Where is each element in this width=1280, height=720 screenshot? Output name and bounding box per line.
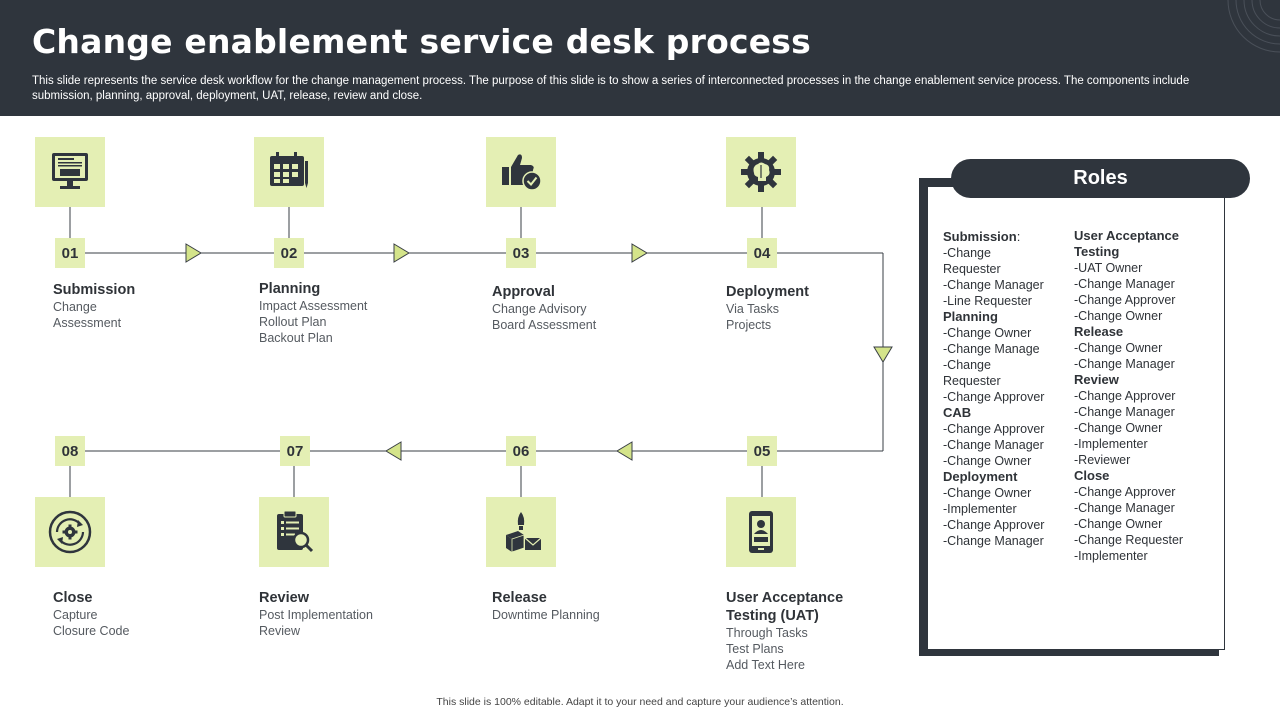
step-number-04: 04 bbox=[747, 238, 777, 268]
role-heading: Close bbox=[1074, 468, 1110, 483]
step-number-05: 05 bbox=[747, 436, 777, 466]
step-line: Projects bbox=[726, 318, 772, 332]
step-line: Backout Plan bbox=[259, 331, 333, 345]
step-title: Approval bbox=[492, 284, 555, 300]
decorative-arcs bbox=[1227, 0, 1280, 53]
step-number-02: 02 bbox=[274, 238, 304, 268]
step-number-01: 01 bbox=[55, 238, 85, 268]
clipboard-search-icon bbox=[259, 497, 329, 567]
step-uat: User Acceptance Testing (UAT) Through Ta… bbox=[726, 589, 876, 673]
step-line: Impact Assessment bbox=[259, 299, 368, 313]
step-line: Post Implementation bbox=[259, 608, 373, 622]
role-items: -Change Owner -Change Manager bbox=[1074, 341, 1175, 371]
step-planning: Planning Impact Assessment Rollout Plan … bbox=[259, 280, 429, 346]
role-items: -UAT Owner -Change Manager -Change Appro… bbox=[1074, 261, 1176, 323]
role-heading: Deployment bbox=[943, 469, 1018, 484]
step-title: Release bbox=[492, 590, 547, 606]
role-heading: Submission: bbox=[943, 229, 1021, 244]
step-line: Change bbox=[53, 300, 97, 314]
step-line: Assessment bbox=[53, 316, 122, 330]
mobile-user-icon bbox=[726, 497, 796, 567]
role-items: -Change Approver -Change Manager -Change… bbox=[1074, 485, 1184, 563]
step-line: Test Plans bbox=[726, 642, 784, 656]
step-close: Close Capture Closure Code bbox=[53, 589, 223, 639]
step-line: Through Tasks bbox=[726, 626, 808, 640]
step-line: Rollout Plan bbox=[259, 315, 327, 329]
step-line: Add Text Here bbox=[726, 658, 805, 672]
step-submission: Submission Change Assessment bbox=[53, 281, 223, 331]
gear-cycle-icon bbox=[35, 497, 105, 567]
step-title: Deployment bbox=[726, 284, 809, 300]
step-line: Via Tasks bbox=[726, 302, 780, 316]
arrow-left-1 bbox=[616, 441, 633, 461]
step-number-07: 07 bbox=[280, 436, 310, 466]
step-title: Review bbox=[259, 590, 309, 606]
step-title: Planning bbox=[259, 281, 321, 297]
gear-brain-icon bbox=[726, 137, 796, 207]
step-line: Review bbox=[259, 624, 300, 638]
thumbs-up-check-icon bbox=[486, 137, 556, 207]
step-number-08: 08 bbox=[55, 436, 85, 466]
step-line: Capture bbox=[53, 608, 98, 622]
step-line: Board Assessment bbox=[492, 318, 597, 332]
arrow-down bbox=[873, 346, 893, 363]
role-items: -Change Approver -Change Manager -Change… bbox=[1074, 389, 1176, 467]
role-items: -Change Owner -Change Manage -Change Req… bbox=[943, 326, 1045, 404]
role-heading: Review bbox=[1074, 372, 1119, 387]
roles-title: Roles bbox=[951, 159, 1250, 198]
footer-note: This slide is 100% editable. Adapt it to… bbox=[436, 696, 844, 708]
roles-left-column: Submission: -Change Requester -Change Ma… bbox=[943, 229, 1068, 549]
arrow-right-3 bbox=[631, 243, 648, 263]
role-heading: Planning bbox=[943, 309, 998, 324]
step-title: User Acceptance Testing (UAT) bbox=[726, 590, 844, 624]
roles-right-column: User Acceptance Testing -UAT Owner -Chan… bbox=[1074, 228, 1214, 564]
step-review: Review Post Implementation Review bbox=[259, 589, 429, 639]
role-heading: User Acceptance Testing bbox=[1074, 228, 1180, 259]
step-title: Close bbox=[53, 590, 93, 606]
step-approval: Approval Change Advisory Board Assessmen… bbox=[492, 283, 662, 333]
arrow-right-1 bbox=[185, 243, 202, 263]
step-deployment: Deployment Via Tasks Projects bbox=[726, 283, 896, 333]
step-title: Submission bbox=[53, 282, 136, 298]
submit-monitor-icon bbox=[35, 137, 105, 207]
role-items: -Change Approver -Change Manager -Change… bbox=[943, 422, 1045, 468]
role-items: -Change Owner -Implementer -Change Appro… bbox=[943, 486, 1045, 548]
page-description: This slide represents the service desk w… bbox=[32, 75, 1190, 102]
step-number-06: 06 bbox=[506, 436, 536, 466]
calendar-planning-icon bbox=[254, 137, 324, 207]
header-banner: Change enablement service desk process T… bbox=[0, 0, 1280, 116]
arrow-left-2 bbox=[385, 441, 402, 461]
role-heading: CAB bbox=[943, 405, 972, 420]
rocket-box-icon bbox=[486, 497, 556, 567]
role-heading: Release bbox=[1074, 324, 1124, 339]
step-line: Downtime Planning bbox=[492, 608, 600, 622]
step-line: Change Advisory bbox=[492, 302, 587, 316]
role-items: -Change Requester -Change Manager -Line … bbox=[943, 246, 1044, 308]
step-line: Closure Code bbox=[53, 624, 130, 638]
roles-panel bbox=[927, 186, 1225, 650]
page-title: Change enablement service desk process bbox=[32, 22, 811, 61]
step-release: Release Downtime Planning bbox=[492, 589, 662, 623]
step-number-03: 03 bbox=[506, 238, 536, 268]
arrow-right-2 bbox=[393, 243, 410, 263]
